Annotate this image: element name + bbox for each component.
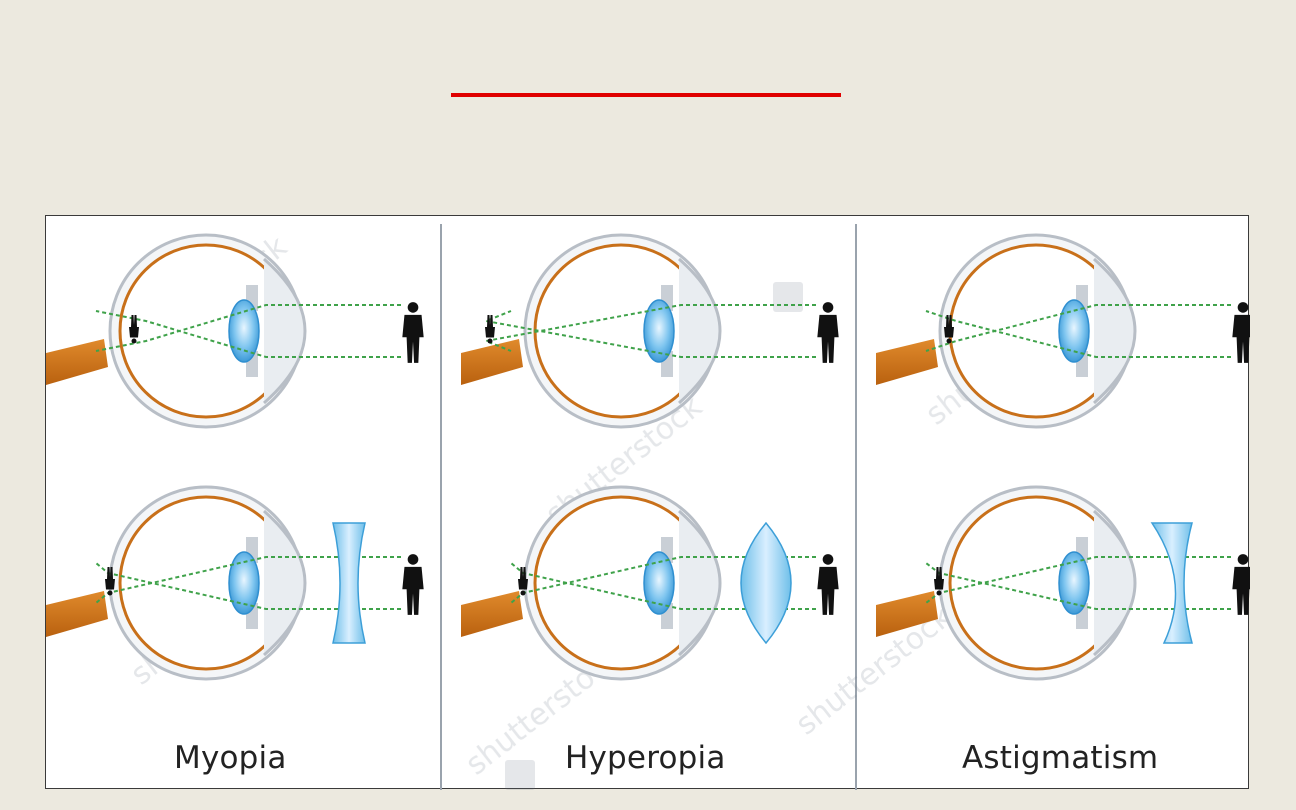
eye-uncorrected [46, 233, 424, 429]
meniscus-lens [1150, 522, 1193, 644]
cornea [678, 257, 722, 405]
caption-myopia: Myopia [174, 740, 287, 776]
light-ray [925, 556, 1231, 604]
optic-nerve [461, 591, 523, 637]
optic-nerve [876, 339, 938, 385]
light-ray [95, 310, 401, 358]
concave-lens [332, 522, 366, 644]
light-ray [95, 562, 401, 610]
cornea [678, 509, 722, 657]
retinal-image [485, 315, 495, 344]
light-ray [95, 556, 401, 604]
light-ray [510, 562, 816, 610]
cornea [263, 509, 307, 657]
retinal-image [944, 315, 954, 344]
object-figure [817, 302, 839, 363]
retinal-image [518, 567, 528, 596]
light-ray [925, 304, 1231, 352]
crystalline-lens [1058, 551, 1090, 615]
caption-hyperopia: Hyperopia [565, 740, 726, 776]
optic-nerve [461, 339, 523, 385]
light-ray [95, 304, 401, 352]
light-ray [482, 304, 816, 352]
watermark-text: shutterstock [789, 599, 959, 742]
light-ray [925, 562, 1231, 610]
cornea [263, 257, 307, 405]
optic-nerve [46, 591, 108, 637]
object-figure [817, 554, 839, 615]
retinal-image [105, 567, 115, 596]
eye-uncorrected [461, 233, 839, 429]
optic-nerve [876, 591, 938, 637]
eye-uncorrected [876, 233, 1250, 429]
vision-defects-figure: shutterstockshutterstockshutterstockshut… [45, 215, 1250, 790]
object-figure [1232, 554, 1250, 615]
crystalline-lens [1058, 299, 1090, 363]
crystalline-lens [643, 299, 675, 363]
object-figure [1232, 302, 1250, 363]
eye-corrected [876, 485, 1250, 681]
crystalline-lens [228, 299, 260, 363]
crystalline-lens [228, 551, 260, 615]
object-figure [402, 302, 424, 363]
cornea [1093, 509, 1137, 657]
eye-corrected [461, 485, 839, 681]
eye-corrected [46, 485, 424, 681]
optic-nerve [46, 339, 108, 385]
light-ray [510, 556, 816, 604]
light-ray [925, 310, 1231, 358]
retinal-image [934, 567, 944, 596]
crystalline-lens [643, 551, 675, 615]
caption-astigmatism: Astigmatism [962, 740, 1159, 776]
diagram-canvas: shutterstockshutterstockshutterstockshut… [46, 224, 1250, 790]
cornea [1093, 257, 1137, 405]
object-figure [402, 554, 424, 615]
watermark-badge [505, 760, 535, 790]
watermark-badge [773, 282, 803, 312]
title-underline [451, 93, 841, 97]
light-ray [482, 310, 816, 358]
convex-lens [740, 521, 792, 645]
retinal-image [129, 315, 139, 344]
